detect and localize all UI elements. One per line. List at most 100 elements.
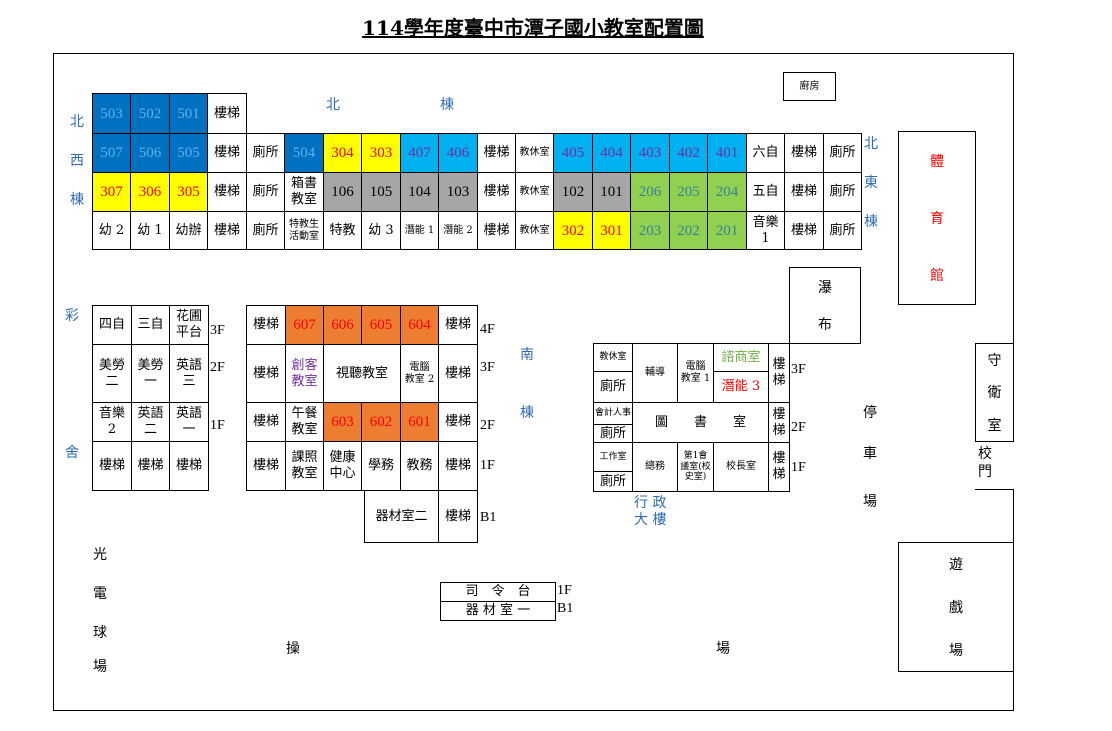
classroom-206: 206 <box>630 172 670 212</box>
room-cell: 電腦 教室 2 <box>400 344 439 403</box>
classroom-602: 602 <box>361 402 401 442</box>
floor-label: 1F <box>791 460 806 475</box>
room-cell: 課照 教室 <box>285 441 324 491</box>
room-cell: 樓梯 <box>246 305 286 345</box>
room-cell: 樓梯 <box>246 344 286 403</box>
classroom-304: 304 <box>323 133 362 173</box>
school-gate-label: 校 <box>978 446 992 462</box>
waterfall: 瀑布 <box>789 267 861 344</box>
room-cell: 廁所 <box>246 133 285 173</box>
room-cell: 四自 <box>92 305 132 345</box>
room-cell: 樓梯 <box>438 402 478 442</box>
guard-room-char: 守 <box>987 353 1002 370</box>
gymnasium: 體育館 <box>898 131 976 305</box>
title-text: 114學年度臺中市潭子國小教室配置圖 <box>362 16 704 40</box>
gymnasium-char: 體 <box>930 153 944 170</box>
room-cell: 創客 教室 <box>285 344 324 403</box>
room-cell: 午餐 教室 <box>285 402 324 442</box>
classroom-501: 501 <box>169 93 208 134</box>
parking-lot-label: 場 <box>863 494 877 510</box>
room-cell: 教休室 <box>515 172 554 212</box>
room-cell: 樓梯 <box>477 172 516 212</box>
northeast-building-label: 東 <box>864 175 878 191</box>
room-cell: 樓 梯 <box>768 402 790 443</box>
room-cell: 樓梯 <box>784 211 824 250</box>
north-building-label: 北 <box>326 97 340 113</box>
room-cell: 諮商室 <box>713 343 769 372</box>
guard-room: 守衛室 <box>975 343 1014 442</box>
north-building-label: 棟 <box>440 97 454 113</box>
playground-char: 遊 <box>949 557 963 574</box>
classroom-607: 607 <box>285 305 324 345</box>
room-cell: 教休室 <box>593 343 633 372</box>
room-cell: 樓梯 <box>438 441 478 491</box>
room-cell: 樓梯 <box>207 133 247 173</box>
room-cell: 教休室 <box>515 211 554 250</box>
playground: 遊戲場 <box>898 542 1014 672</box>
room-cell: 英語 一 <box>169 402 209 442</box>
classroom-402: 402 <box>669 133 708 173</box>
gate-wall <box>975 489 1014 490</box>
room-cell: 教休室 <box>515 133 554 173</box>
admin-building-label: 行 政 <box>634 495 667 511</box>
room-cell: 校長室 <box>713 442 769 492</box>
classroom-204: 204 <box>707 172 747 212</box>
room-cell: 樓梯 <box>207 93 247 134</box>
room-cell: 樓梯 <box>246 402 286 442</box>
classroom-603: 603 <box>323 402 362 442</box>
floor-label: 2F <box>791 420 806 435</box>
room-cell: 樓梯 <box>784 133 824 173</box>
classroom-505: 505 <box>169 133 208 173</box>
room-cell: 樓梯 <box>477 211 516 250</box>
room-cell: 廁所 <box>246 172 285 212</box>
room-cell: 第1會 議室(校 史室) <box>677 442 714 492</box>
sports-field-label: 操 <box>286 641 300 657</box>
room-cell: 健康 中心 <box>323 441 362 491</box>
floor-label: 3F <box>210 323 225 338</box>
classroom-104: 104 <box>400 172 439 212</box>
room-cell: 視聽教室 <box>323 344 401 403</box>
floor-label: 1F <box>557 583 572 598</box>
guard-room-char: 衛 <box>987 385 1002 402</box>
school-gate-label: 門 <box>978 464 992 480</box>
floor-label: B1 <box>557 601 574 616</box>
classroom-506: 506 <box>130 133 170 173</box>
classroom-503: 503 <box>92 93 131 134</box>
classroom-507: 507 <box>92 133 131 173</box>
floor-label: B1 <box>480 510 497 525</box>
room-cell: 特教生 活動室 <box>284 211 324 250</box>
room-cell: 英語 二 <box>131 402 170 442</box>
room-cell: 總務 <box>632 442 678 492</box>
parking-lot-label: 車 <box>863 446 877 462</box>
page-title: 114學年度臺中市潭子國小教室配置圖 <box>0 12 1066 41</box>
classroom-307: 307 <box>92 172 131 212</box>
classroom-106: 106 <box>323 172 362 212</box>
northwest-building-label: 西 <box>70 153 84 169</box>
room-cell: 廁所 <box>823 172 862 212</box>
room-cell: 樓 梯 <box>768 343 790 403</box>
classroom-102: 102 <box>553 172 593 212</box>
classroom-601: 601 <box>400 402 439 442</box>
room-cell: 樓梯 <box>438 344 478 403</box>
kitchen: 廚房 <box>783 72 836 101</box>
waterfall-char: 瀑 <box>818 279 832 296</box>
classroom-406: 406 <box>438 133 478 173</box>
room-cell: 六自 <box>746 133 785 173</box>
room-cell: 樓梯 <box>92 441 132 491</box>
gymnasium-char: 育 <box>930 210 944 227</box>
room-cell: 樓梯 <box>207 172 247 212</box>
room-cell: 樓梯 <box>207 211 247 250</box>
room-cell: 樓梯 <box>477 133 516 173</box>
room-cell: 潛能 1 <box>400 211 439 250</box>
room-cell: 學務 <box>361 441 401 491</box>
sports-field-label: 場 <box>716 641 730 657</box>
court-label: 電 <box>93 586 107 602</box>
classroom-101: 101 <box>592 172 631 212</box>
floor-label: 1F <box>480 458 495 473</box>
room-cell: 潛能 3 <box>713 371 769 403</box>
northeast-building-label: 棟 <box>864 214 878 230</box>
room-cell: 廁所 <box>823 211 862 250</box>
floor-label: 1F <box>210 418 225 433</box>
court-label: 球 <box>93 625 107 641</box>
